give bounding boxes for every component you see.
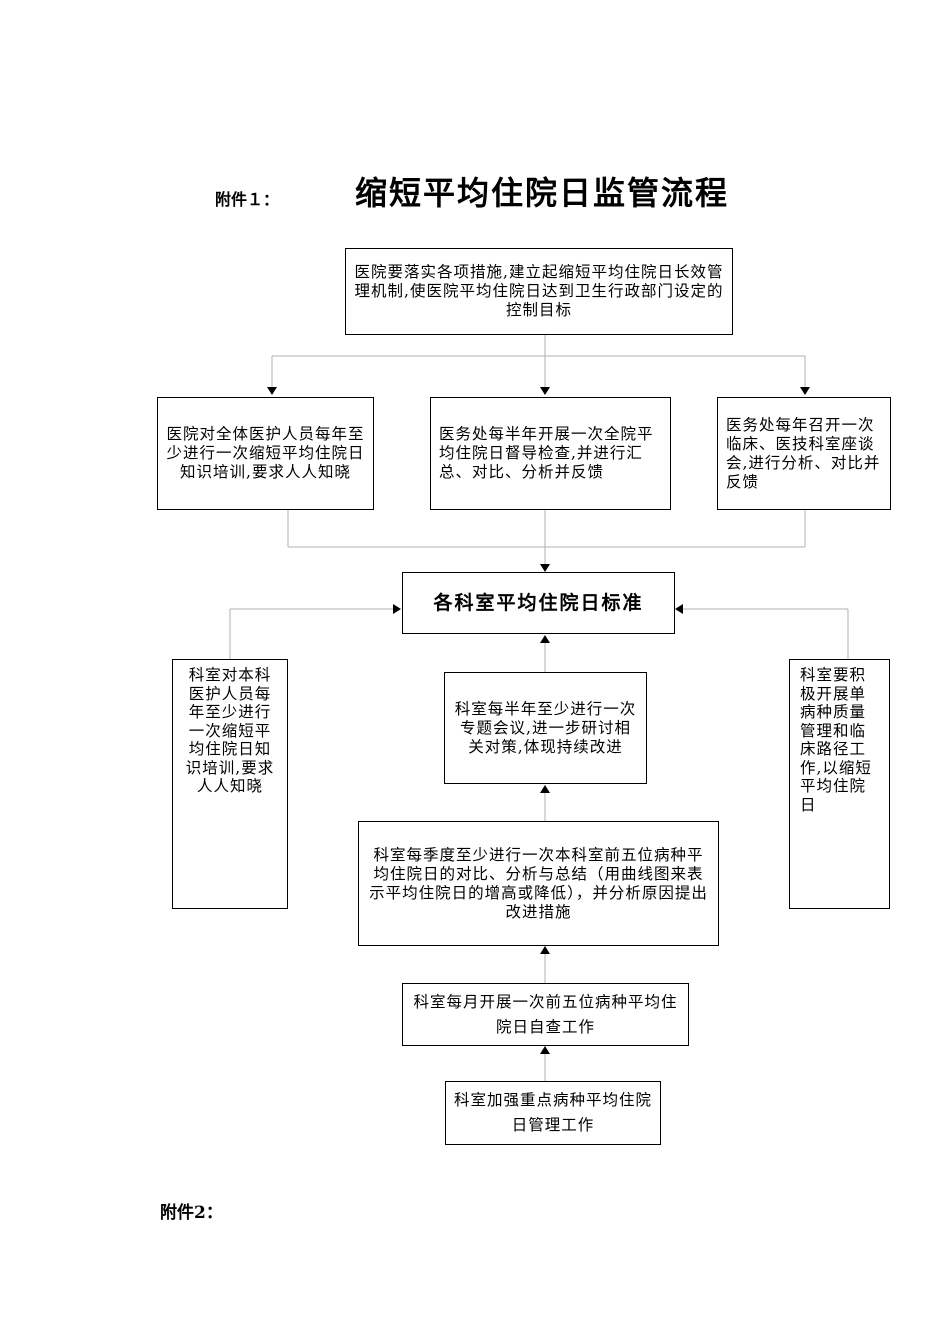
center-box-1-text: 科室每半年至少进行一次专题会议,进一步研讨相关对策,体现持续改进	[454, 699, 637, 756]
center-box-2: 科室每季度至少进行一次本科室前五位病种平均住院日的对比、分析与总结（用曲线图来表…	[358, 821, 719, 946]
center-box-3-text: 科室每月开展一次前五位病种平均住院日自查工作	[413, 992, 678, 1036]
center-box-3: 科室每月开展一次前五位病种平均住院日自查工作	[402, 983, 689, 1046]
row2-right-box: 医务处每年召开一次临床、医技科室座谈会,进行分析、对比并反馈	[717, 397, 891, 510]
top-goal-text: 医院要落实各项措施,建立起缩短平均住院日长效管理机制,使医院平均住院日达到卫生行…	[354, 263, 724, 319]
standard-text: 各科室平均住院日标准	[433, 591, 644, 614]
row2-left-box: 医院对全体医护人员每年至少进行一次缩短平均住院日知识培训,要求人人知晓	[157, 397, 374, 510]
row2-left-text: 医院对全体医护人员每年至少进行一次缩短平均住院日知识培训,要求人人知晓	[166, 425, 365, 481]
top-goal-box: 医院要落实各项措施,建立起缩短平均住院日长效管理机制,使医院平均住院日达到卫生行…	[345, 248, 733, 335]
left-side-box: 科室对本科医护人员每年至少进行一次缩短平均住院日知识培训,要求人人知晓	[172, 659, 288, 909]
row2-right-text: 医务处每年召开一次临床、医技科室座谈会,进行分析、对比并反馈	[726, 415, 881, 491]
right-side-text: 科室要积极开展单病种质量管理和临床路径工作,以缩短平均住院日	[800, 666, 872, 814]
center-box-1: 科室每半年至少进行一次专题会议,进一步研讨相关对策,体现持续改进	[444, 672, 647, 784]
page-title: 缩短平均住院日监管流程	[355, 174, 730, 212]
center-box-2-text: 科室每季度至少进行一次本科室前五位病种平均住院日的对比、分析与总结（用曲线图来表…	[369, 845, 708, 921]
row2-middle-box: 医务处每半年开展一次全院平均住院日督导检查,并进行汇总、对比、分析并反馈	[430, 397, 671, 510]
left-side-text: 科室对本科医护人员每年至少进行一次缩短平均住院日知识培训,要求人人知晓	[185, 666, 275, 795]
standard-box: 各科室平均住院日标准	[402, 572, 675, 634]
attachment-1-label: 附件１：	[215, 190, 280, 209]
center-box-4: 科室加强重点病种平均住院日管理工作	[445, 1081, 661, 1145]
attachment-2-label: 附件2：	[160, 1203, 223, 1223]
center-box-4-text: 科室加强重点病种平均住院日管理工作	[454, 1091, 653, 1134]
row2-middle-text: 医务处每半年开展一次全院平均住院日督导检查,并进行汇总、对比、分析并反馈	[439, 425, 654, 481]
right-side-box: 科室要积极开展单病种质量管理和临床路径工作,以缩短平均住院日	[789, 659, 890, 909]
